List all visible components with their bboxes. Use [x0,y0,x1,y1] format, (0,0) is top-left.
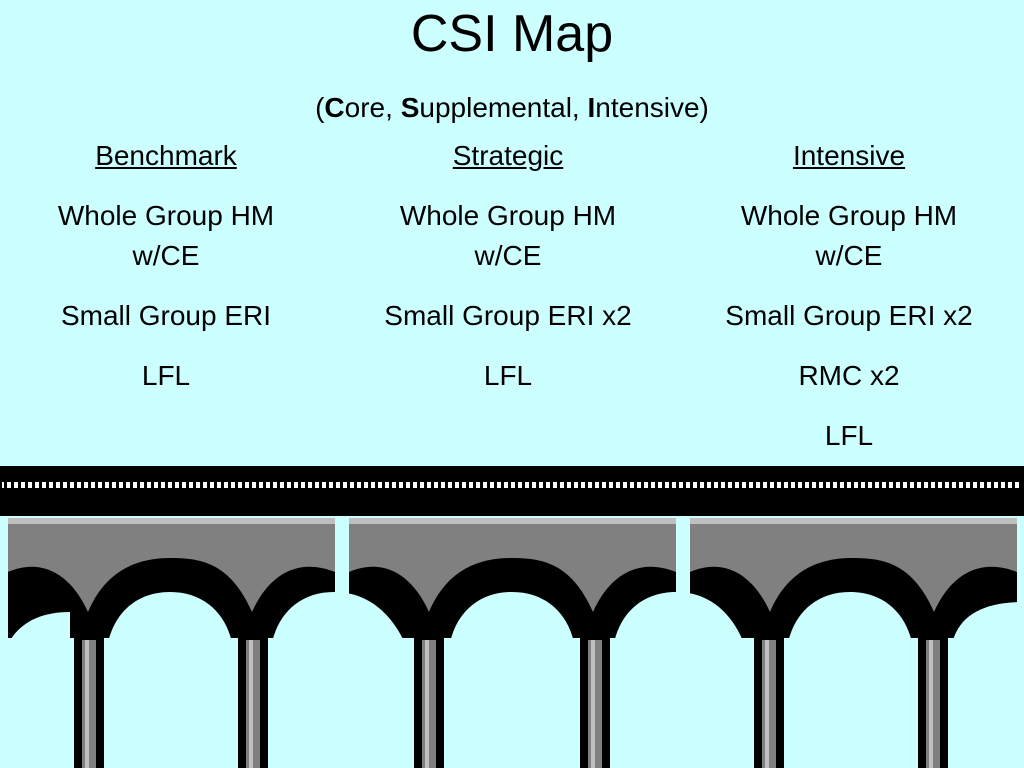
subtitle-intensive-rest: ntensive) [595,92,709,123]
slide-title: CSI Map [410,5,614,63]
column-item: Whole Group HM w/CE [740,200,958,271]
column-heading: Benchmark [95,140,237,171]
column-item: LFL [141,360,191,391]
bridge-deck-bottom [0,490,1024,516]
subtitle-core-initial: C [324,92,345,123]
column-strategic: Strategic Whole Group HM w/CE Small Grou… [338,136,678,416]
bridge-arch [270,592,412,768]
subtitle-core-rest: ore, [344,92,401,123]
column-item: Small Group ERI x2 [384,300,632,331]
column-item: RMC x2 [798,360,900,391]
subtitle-supplemental-initial: S [400,92,420,123]
column-item: Whole Group HM w/CE [399,200,617,271]
subtitle-open-paren: ( [315,92,325,123]
column-item: Small Group ERI [60,300,272,331]
bridge-arch [786,592,914,768]
column-heading: Strategic [452,140,564,171]
column-intensive: Intensive Whole Group HM w/CE Small Grou… [679,136,1019,476]
column-item: Small Group ERI x2 [725,300,973,331]
subtitle-supplemental-rest: upplemental, [419,92,588,123]
bridge-span [349,518,676,638]
column-item: Whole Group HM w/CE [57,200,275,271]
bridge-span [690,518,1017,638]
bridge-arch [448,592,576,768]
slide-subtitle: (Core, Supplemental, Intensive) [0,90,1024,126]
bridge-deck-top [0,466,1024,480]
subtitle-intensive-initial: I [587,92,596,123]
column-item: LFL [824,420,874,451]
bridge-arch [106,592,234,768]
column-item: LFL [483,360,533,391]
bridge-arch [0,612,70,768]
bridge-icon [0,466,1024,768]
bridge-arch [612,592,750,768]
bridge-pillars [74,622,948,768]
column-heading: Intensive [792,140,906,171]
bridge-arch [950,602,1024,768]
column-benchmark: Benchmark Whole Group HM w/CE Small Grou… [0,136,336,416]
